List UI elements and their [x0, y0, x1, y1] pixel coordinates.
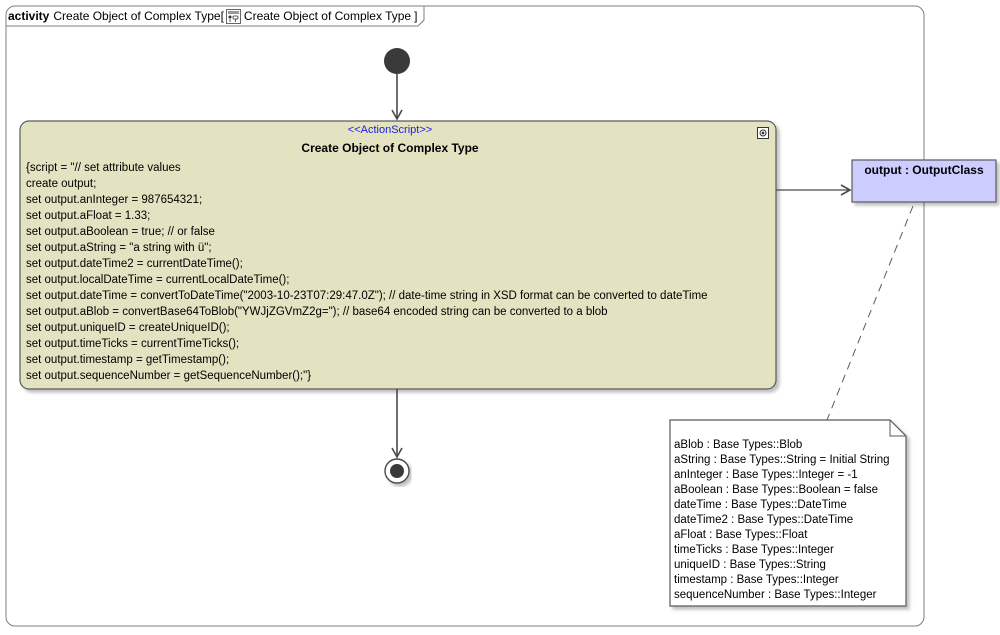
activity-diagram-icon — [225, 8, 241, 24]
script-line: set output.dateTime2 = currentDateTime()… — [26, 258, 243, 270]
frame-ref-name: Create Object of Complex Type — [243, 9, 412, 23]
frame-close-bracket: ] — [414, 9, 418, 23]
script-line: set output.timestamp = getTimestamp(); — [26, 354, 230, 366]
script-line: set output.aFloat = 1.33; — [26, 210, 151, 222]
note-line: aFloat : Base Types::Float — [674, 529, 808, 541]
note-line: anInteger : Base Types::Integer = -1 — [674, 469, 858, 481]
output-node-label: output : OutputClass — [864, 163, 984, 177]
frame-label: activity Create Object of Complex Type [… — [8, 8, 417, 24]
attribute-note[interactable]: aBlob : Base Types::Blob aString : Base … — [670, 420, 906, 606]
script-line: set output.aBlob = convertBase64ToBlob("… — [26, 306, 608, 318]
note-line: dateTime2 : Base Types::DateTime — [674, 514, 854, 526]
script-line: set output.uniqueID = createUniqueID(); — [26, 322, 230, 334]
note-line: timestamp : Base Types::Integer — [674, 574, 839, 586]
action-script: {script = "// set attribute values creat… — [26, 160, 708, 384]
note-line: uniqueID : Base Types::String — [674, 559, 826, 571]
output-node[interactable]: output : OutputClass — [852, 160, 996, 202]
frame-name: Create Object of Complex Type — [53, 9, 221, 23]
action-node-shape[interactable] — [19, 120, 777, 390]
note-line: aBlob : Base Types::Blob — [674, 439, 803, 451]
note-shape[interactable] — [669, 419, 907, 607]
script-line: set output.aString = "a string with ü"; — [26, 242, 212, 254]
script-line: {script = "// set attribute values — [26, 162, 181, 174]
script-line: set output.dateTime = convertToDateTime(… — [26, 290, 708, 302]
frame-open-bracket: [ — [220, 9, 224, 23]
script-line: set output.sequenceNumber = getSequenceN… — [26, 370, 312, 382]
action-title: Create Object of Complex Type — [301, 141, 479, 155]
script-line: set output.timeTicks = currentTimeTicks(… — [26, 338, 240, 350]
output-node-shape[interactable] — [851, 159, 997, 203]
script-line: set output.localDateTime = currentLocalD… — [26, 274, 290, 286]
note-line: dateTime : Base Types::DateTime — [674, 499, 847, 511]
frame-keyword: activity — [8, 9, 50, 23]
script-line: create output; — [26, 178, 97, 190]
action-stereotype: <<ActionScript>> — [347, 124, 433, 136]
note-line: aString : Base Types::String = Initial S… — [674, 454, 890, 466]
note-line: aBoolean : Base Types::Boolean = false — [674, 484, 879, 496]
output-pin-icon — [757, 126, 769, 139]
script-line: set output.anInteger = 987654321; — [26, 194, 203, 206]
note-line: timeTicks : Base Types::Integer — [674, 544, 834, 556]
note-anchor — [826, 205, 914, 421]
frame-label-tab — [6, 6, 425, 27]
activity-final-node-inner — [390, 464, 404, 478]
note-line: sequenceNumber : Base Types::Integer — [674, 589, 877, 601]
action-node[interactable]: <<ActionScript>> Create Object of Comple… — [20, 121, 776, 389]
note-lines: aBlob : Base Types::Blob aString : Base … — [674, 438, 890, 603]
initial-node[interactable] — [384, 48, 410, 74]
script-line: set output.aBoolean = true; // or false — [26, 226, 215, 238]
note-fold — [889, 420, 906, 437]
